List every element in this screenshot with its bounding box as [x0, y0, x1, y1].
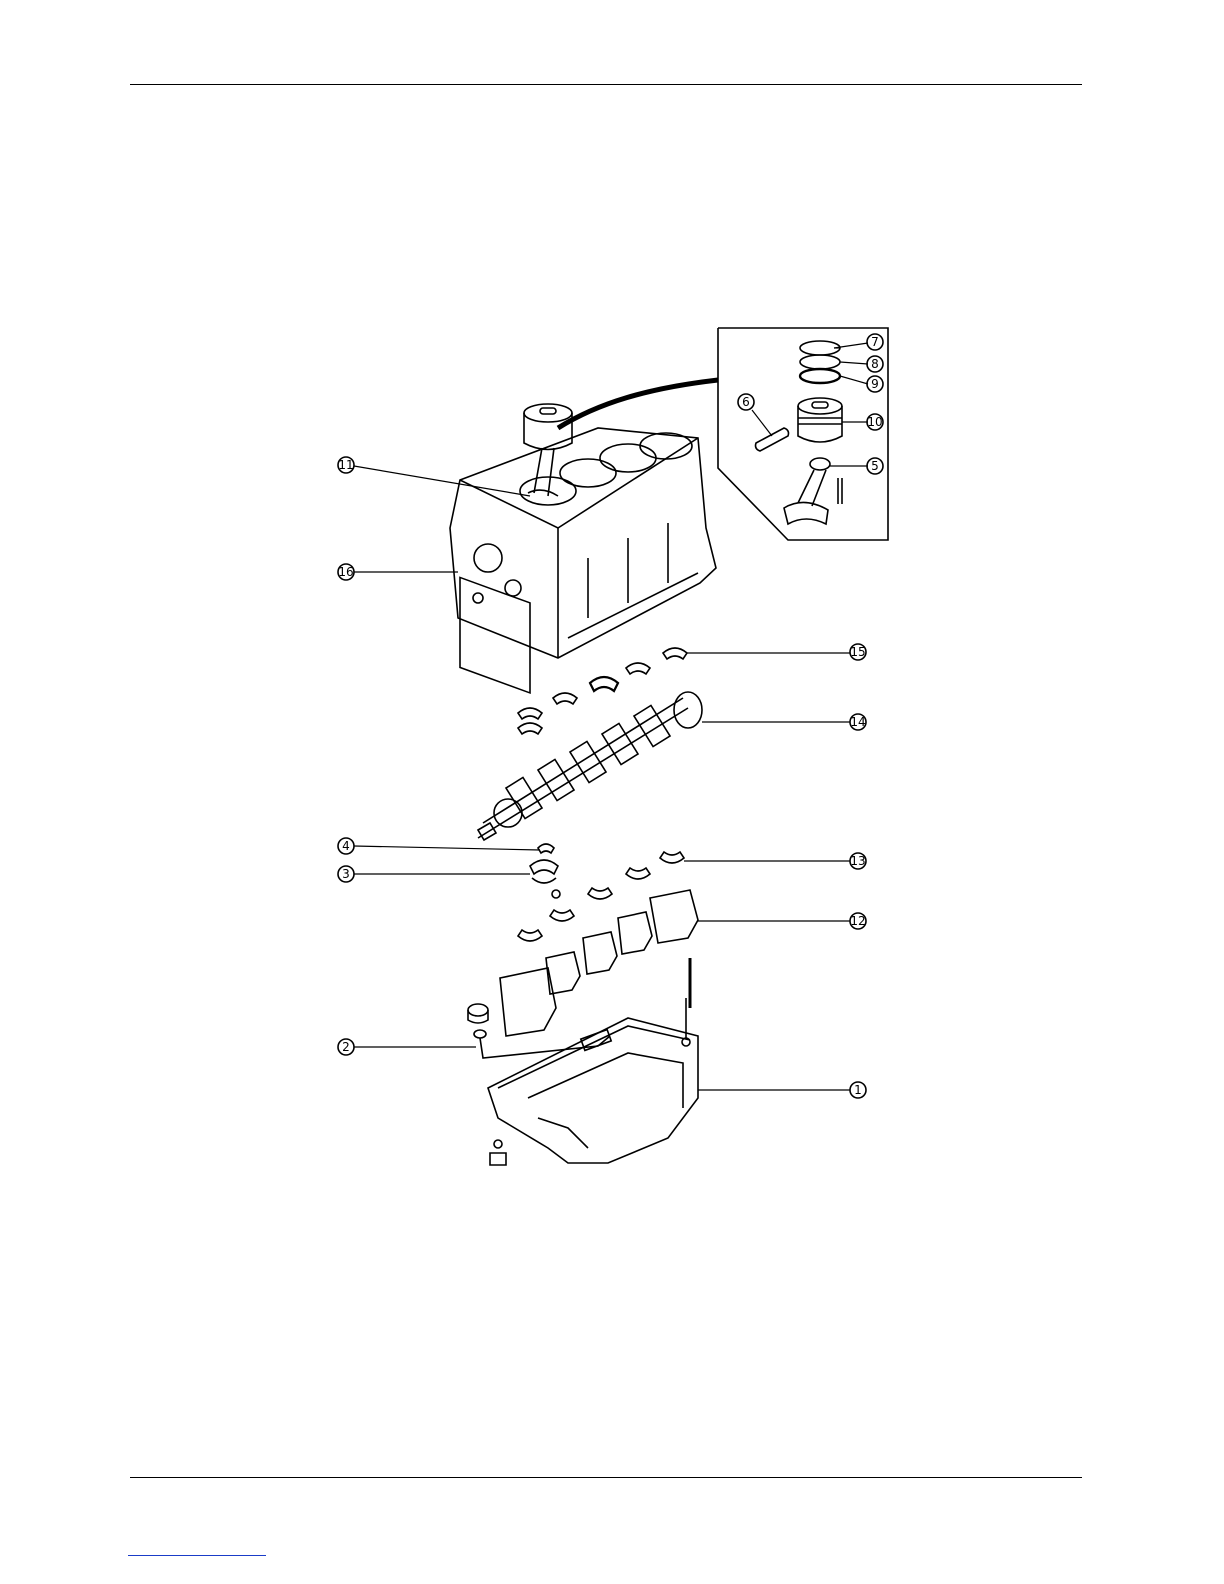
svg-text:9: 9 — [871, 377, 879, 391]
callout-12: 12 — [850, 913, 866, 929]
piston-assembly-on-block — [524, 404, 572, 496]
svg-text:8: 8 — [871, 357, 879, 371]
footer-rule — [130, 1477, 1082, 1478]
leader-lines — [354, 343, 868, 1090]
callout-10: 10 — [867, 414, 883, 430]
callout-5: 5 — [867, 458, 883, 474]
svg-text:15: 15 — [850, 645, 865, 659]
engine-exploded-diagram: 7 8 9 10 6 5 11 16 15 14 4 3 — [228, 318, 988, 1188]
svg-text:4: 4 — [342, 839, 350, 853]
crankshaft — [478, 692, 702, 840]
svg-text:11: 11 — [338, 458, 353, 472]
callout-13: 13 — [850, 853, 866, 869]
piston-rings — [800, 341, 840, 383]
callout-14: 14 — [850, 714, 866, 730]
lower-bearing-3 — [530, 860, 560, 898]
callout-15: 15 — [850, 644, 866, 660]
oil-pan — [488, 1018, 698, 1165]
cylinder-block — [450, 428, 716, 693]
callout-6: 6 — [738, 394, 754, 410]
callout-3: 3 — [338, 866, 354, 882]
callout-8: 8 — [867, 356, 883, 372]
piston-pin — [756, 428, 789, 451]
callout-16: 16 — [338, 564, 354, 580]
callout-11: 11 — [338, 457, 354, 473]
svg-text:14: 14 — [850, 715, 865, 729]
callout-1: 1 — [850, 1082, 866, 1098]
callout-7: 7 — [867, 334, 883, 350]
svg-text:7: 7 — [871, 335, 879, 349]
header-rule — [130, 84, 1082, 85]
footer-link-underline[interactable] — [128, 1555, 266, 1556]
callout-9: 9 — [867, 376, 883, 392]
callout-2: 2 — [338, 1039, 354, 1055]
svg-text:10: 10 — [867, 415, 882, 429]
thrust-bearing — [538, 844, 554, 853]
bearing-caps — [500, 890, 698, 1046]
svg-text:2: 2 — [342, 1040, 350, 1054]
piston-inset — [798, 398, 842, 442]
svg-text:12: 12 — [850, 914, 865, 928]
svg-text:1: 1 — [854, 1083, 862, 1097]
svg-text:5: 5 — [871, 459, 879, 473]
svg-text:3: 3 — [342, 867, 350, 881]
connecting-rod-inset — [784, 458, 842, 524]
svg-text:13: 13 — [850, 854, 865, 868]
callout-4: 4 — [338, 838, 354, 854]
svg-text:16: 16 — [338, 565, 353, 579]
svg-text:6: 6 — [742, 395, 750, 409]
